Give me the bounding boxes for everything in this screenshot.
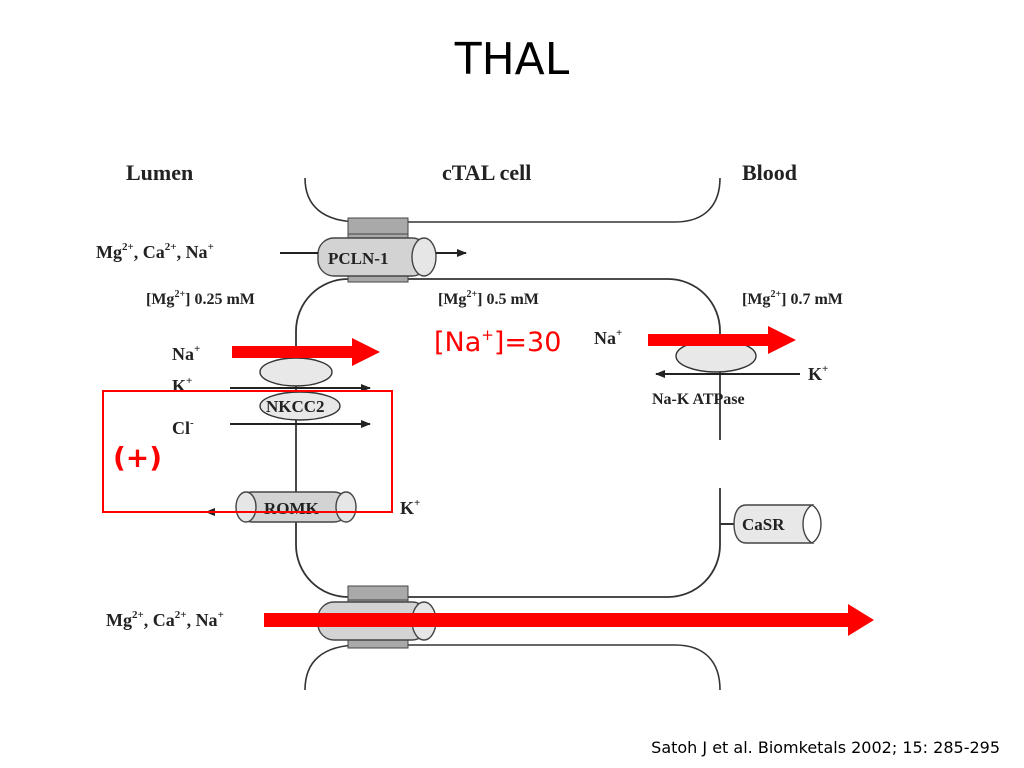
ctal-cell-membrane [295,278,721,598]
slide-title: THAL [454,34,570,85]
ion-na-lumen: Na+ [172,343,200,364]
header-blood: Blood [742,160,797,185]
ion-k-basolateral: K+ [808,363,828,384]
na-apical-red-arrow [232,338,380,366]
citation: Satoh J et al. Biomketals 2002; 15: 285-… [651,738,1000,757]
romk-label: ROMK [264,499,320,518]
ion-k-romk: K+ [400,497,420,518]
pcln1-label: PCLN-1 [328,249,388,268]
top-paracellular-ions: Mg2+, Ca2+, Na+ [96,241,214,262]
stimulation-label: (+) [113,441,162,474]
romk-channel: ROMK [235,491,357,523]
nkcc2-upper-lobe [259,357,333,387]
pcln1-channel: PCLN-1 [317,237,437,277]
conc-lumen: [Mg2+] 0.25 mM [146,289,255,308]
conc-cell: [Mg2+] 0.5 mM [438,289,539,308]
ion-k-lumen: K+ [172,375,192,396]
header-cell: cTAL cell [442,160,531,185]
nkcc2-label: NKCC2 [266,397,325,416]
na-basolateral-red-arrow [648,326,796,354]
casr-label: CaSR [742,515,785,534]
bottom-paracellular-ions: Mg2+, Ca2+, Na+ [106,609,224,630]
lower-cell-outline [304,644,721,691]
paracellular-red-arrow [264,604,874,636]
stimulation-highlight-box [102,390,393,513]
membrane-gap [712,440,728,488]
na-concentration-annotation: [Na+]=30 [434,326,561,358]
conc-blood: [Mg2+] 0.7 mM [742,289,843,308]
header-lumen: Lumen [126,160,193,185]
ion-na-basolateral: Na+ [594,327,622,348]
casr-receptor: CaSR [733,504,822,544]
na-k-atpase-label: Na-K ATPase [652,391,745,408]
ion-cl-lumen: Cl- [172,417,194,438]
